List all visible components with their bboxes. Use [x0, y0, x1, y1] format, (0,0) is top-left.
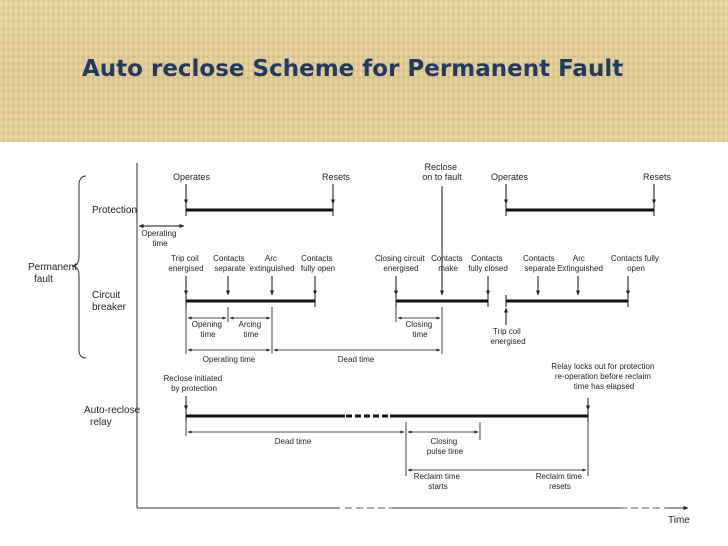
reclaim-time-resets-label: Reclaim time resets: [536, 472, 584, 491]
time-axis-label: Time: [668, 515, 690, 526]
relay-row: [184, 396, 590, 476]
contacts-fully-closed-label: Contacts fully closed: [468, 254, 508, 273]
closing-time-label: Closing time: [406, 320, 435, 339]
opening-time-label: Opening time: [192, 320, 224, 339]
trip-coil-energised-label: Trip coil energised: [168, 254, 203, 273]
closing-pulse-time-label: Closing pulse time: [427, 437, 464, 456]
resets-label-1: Resets: [322, 172, 351, 182]
title-banner: [0, 0, 728, 142]
breaker-dead-time-label: Dead time: [338, 355, 375, 364]
permanent-fault-label: Permanent fault: [28, 262, 80, 285]
arc-extinguished-label-1: Arc extinguished: [250, 254, 295, 273]
closing-circuit-energised-label: Closing circuit energised: [375, 254, 427, 273]
contacts-separate-label-2: Contacts separate: [523, 254, 557, 273]
relay-dead-time-label: Dead time: [275, 437, 312, 446]
contacts-separate-label-1: Contacts separate: [213, 254, 247, 273]
auto-reclose-relay-label: Auto-reclose relay: [84, 405, 143, 428]
trip-coil-energised-label-2: Trip coil energised: [490, 327, 525, 346]
circuit-breaker-label: Circuit breaker: [92, 290, 127, 313]
reclose-on-fault-label: Reclose on to fault: [422, 162, 462, 182]
protection-label: Protection: [92, 205, 137, 216]
arc-extinguished-label-2: Arc Extinguished: [557, 254, 603, 273]
breaker-operating-time-label: Operating time: [203, 355, 256, 364]
contacts-fully-open-label-2: Contacts fully open: [611, 254, 661, 273]
reclose-initiated-label: Reclose initiated by protection: [164, 374, 225, 393]
slide-title: Auto reclose Scheme for Permanent Fault: [82, 56, 624, 82]
protection-operating-time-label: Operating time: [141, 229, 178, 248]
operates-label-1: Operates: [173, 172, 211, 182]
contacts-make-label: Contacts make: [431, 254, 465, 273]
reclaim-time-starts-label: Reclaim time starts: [414, 472, 462, 491]
operates-label-2: Operates: [491, 172, 529, 182]
time-axis: [136, 163, 689, 510]
protection-row: [138, 184, 656, 286]
relay-locks-out-label: Relay locks out for protection re-operat…: [551, 362, 656, 391]
resets-label-2: Resets: [643, 172, 672, 182]
permanent-fault-brace: [71, 175, 87, 359]
contacts-fully-open-label-1: Contacts fully open: [301, 254, 335, 273]
arcing-time-label: Arcing time: [239, 320, 264, 339]
breaker-row: [184, 276, 630, 354]
